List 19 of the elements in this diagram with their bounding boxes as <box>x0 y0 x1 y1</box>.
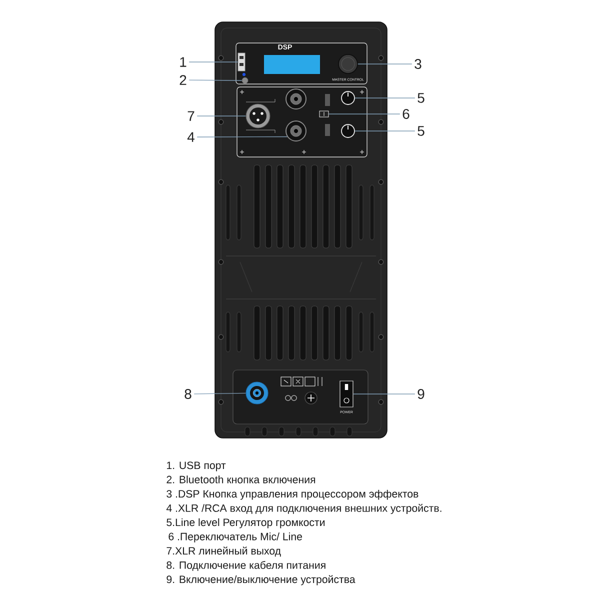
callout-number: 7 <box>188 111 194 121</box>
callout-number: 9 <box>418 389 424 399</box>
callout-number: 5 <box>418 126 424 136</box>
callout-number: 2 <box>180 75 186 85</box>
callout-number: 3 <box>414 59 422 69</box>
callout-number: 6 <box>402 109 410 119</box>
callout-number: 1 <box>180 57 186 67</box>
list-item: 3 .DSP Кнопка управления процессором эффектов <box>166 490 418 500</box>
list-item: 4 .XLR /RCA вход для подключения внешних устройств. <box>166 504 442 514</box>
callout-number: 5 <box>418 93 424 103</box>
callout-number: 4 <box>187 132 194 142</box>
list-item: 9. Включение/выключение устройства <box>166 575 356 586</box>
callout-number: 8 <box>184 389 192 399</box>
list-item: 8. Подключение кабеля питания <box>166 561 326 571</box>
list-item: 5.Line level Регулятор громкости <box>166 518 325 528</box>
list-item: 1. USB порт <box>167 462 226 472</box>
list-item: 7.XLR линейный выход <box>166 546 281 557</box>
list-item: 6 .Переключатель Mic/ Line <box>168 532 302 542</box>
list-item: 2. Bluetooth кнопка включения <box>166 476 316 484</box>
